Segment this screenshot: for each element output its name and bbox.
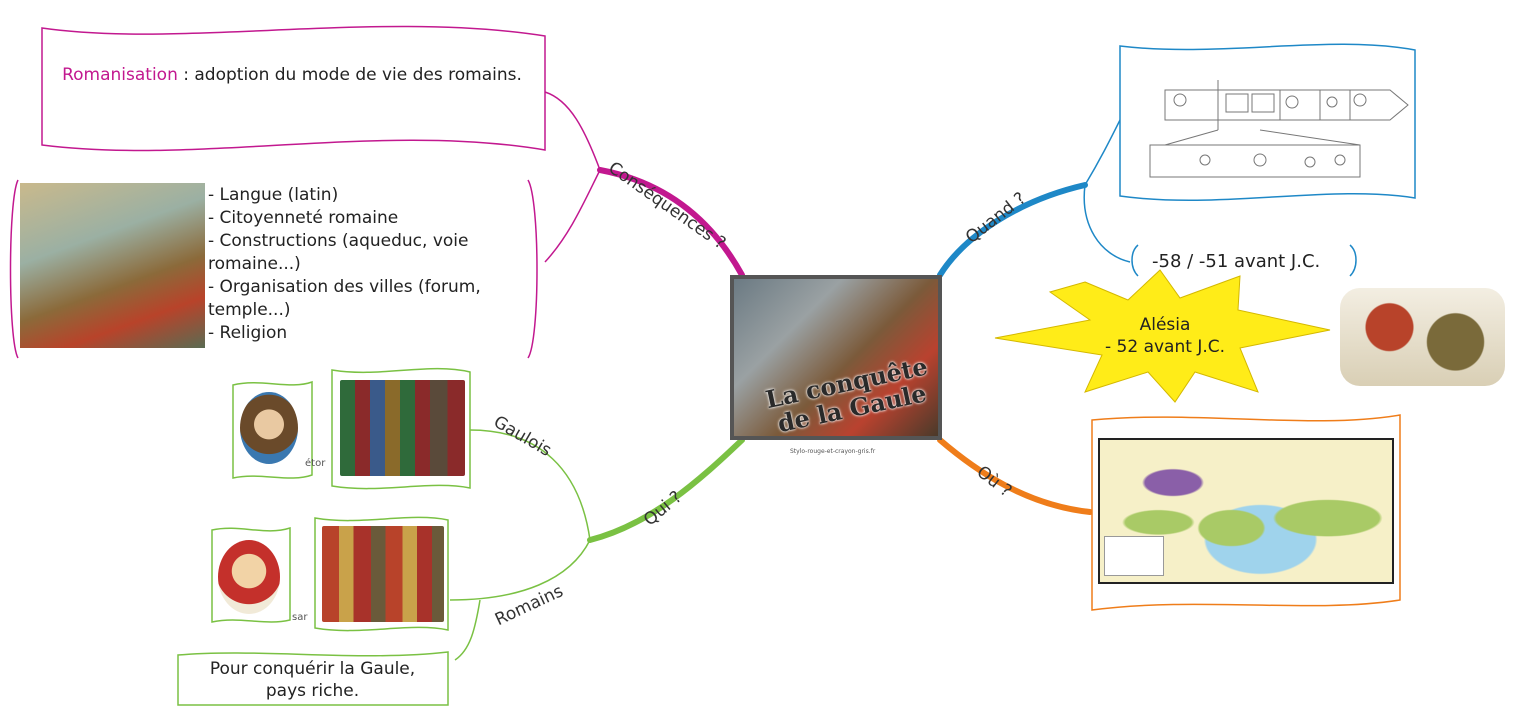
consequences-sub-line-top <box>544 91 601 171</box>
branch-ou-line <box>937 437 1093 515</box>
branch-qui-line <box>587 437 745 543</box>
quand-sub-line-top <box>1084 119 1121 186</box>
dates-bracket-right <box>1349 244 1357 277</box>
center-image: La conquête de la Gaule <box>730 275 942 440</box>
branch-quand-line <box>937 182 1088 278</box>
consequences-list: - Langue (latin) - Citoyenneté romaine -… <box>208 184 528 345</box>
romanisation-term: Romanisation <box>62 65 178 85</box>
alesia-date: - 52 avant J.C. <box>1105 337 1226 357</box>
timeline-illustration <box>1149 80 1409 178</box>
consequences-list-bracket-right <box>527 179 538 359</box>
roman-town-image <box>20 183 205 348</box>
center-source: Stylo-rouge-et-crayon-gris.fr <box>790 448 876 455</box>
consequence-item: - Citoyenneté romaine <box>208 208 399 228</box>
alesia-surrender-image <box>1340 288 1505 386</box>
romains-caption: sar <box>292 612 308 623</box>
branch-consequences-line <box>597 167 745 278</box>
qui-gaulois-line <box>469 429 591 541</box>
consequences-list-bracket-left <box>9 179 19 359</box>
consequence-item: - Religion <box>208 323 288 343</box>
romanisation-definition: : adoption du mode de vie des romains. <box>177 65 522 85</box>
qui-romains-line <box>449 539 591 601</box>
alesia-text: Alésia - 52 avant J.C. <box>1105 314 1225 358</box>
romains-motive-line <box>454 599 481 661</box>
motive-text: Pour conquérir la Gaule, pays riche. <box>209 659 416 701</box>
romanisation-text: Romanisation : adoption du mode de vie d… <box>62 64 522 87</box>
quand-sub-line-bottom <box>1083 184 1131 263</box>
dates-bracket-left <box>1131 244 1139 277</box>
romanisation-box <box>41 25 546 152</box>
alesia-starburst <box>994 269 1331 403</box>
roman-conquests-map <box>1098 438 1394 584</box>
cesar-portrait <box>218 540 280 614</box>
gaulois-warriors-image <box>340 380 465 476</box>
vercingetorix-portrait <box>240 392 298 464</box>
consequences-sub-line-bottom <box>544 169 601 263</box>
consequence-item: - Langue (latin) <box>208 185 339 205</box>
timeline-box <box>1119 43 1416 202</box>
center-title: La conquête de la Gaule <box>763 351 936 436</box>
alesia-name: Alésia <box>1139 315 1191 335</box>
consequence-item: - Organisation des villes (forum, temple… <box>208 277 481 320</box>
roman-soldiers-image <box>322 526 444 622</box>
motive-box <box>177 651 449 706</box>
consequence-item: - Constructions (aqueduc, voie romaine..… <box>208 231 469 274</box>
dates-text: -58 / -51 avant J.C. <box>1152 251 1321 272</box>
gaulois-caption: étor <box>305 458 326 469</box>
map-legend <box>1104 536 1164 576</box>
